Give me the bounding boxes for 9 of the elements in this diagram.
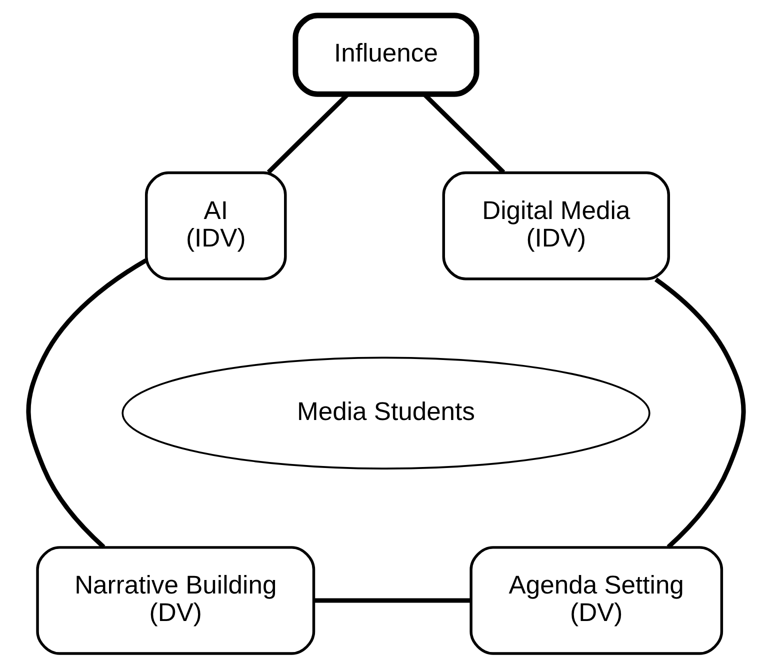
connector — [26, 258, 147, 549]
node-ellipse: Media Students — [121, 356, 650, 470]
connector — [314, 598, 470, 603]
node-box: Digital Media (IDV) — [442, 171, 670, 280]
connector — [654, 278, 746, 549]
node-box: Influence — [292, 12, 479, 97]
node-box: Narrative Building (DV) — [36, 546, 315, 655]
node-box: Agenda Setting (DV) — [469, 546, 723, 655]
node-box: AI (IDV) — [144, 171, 286, 280]
